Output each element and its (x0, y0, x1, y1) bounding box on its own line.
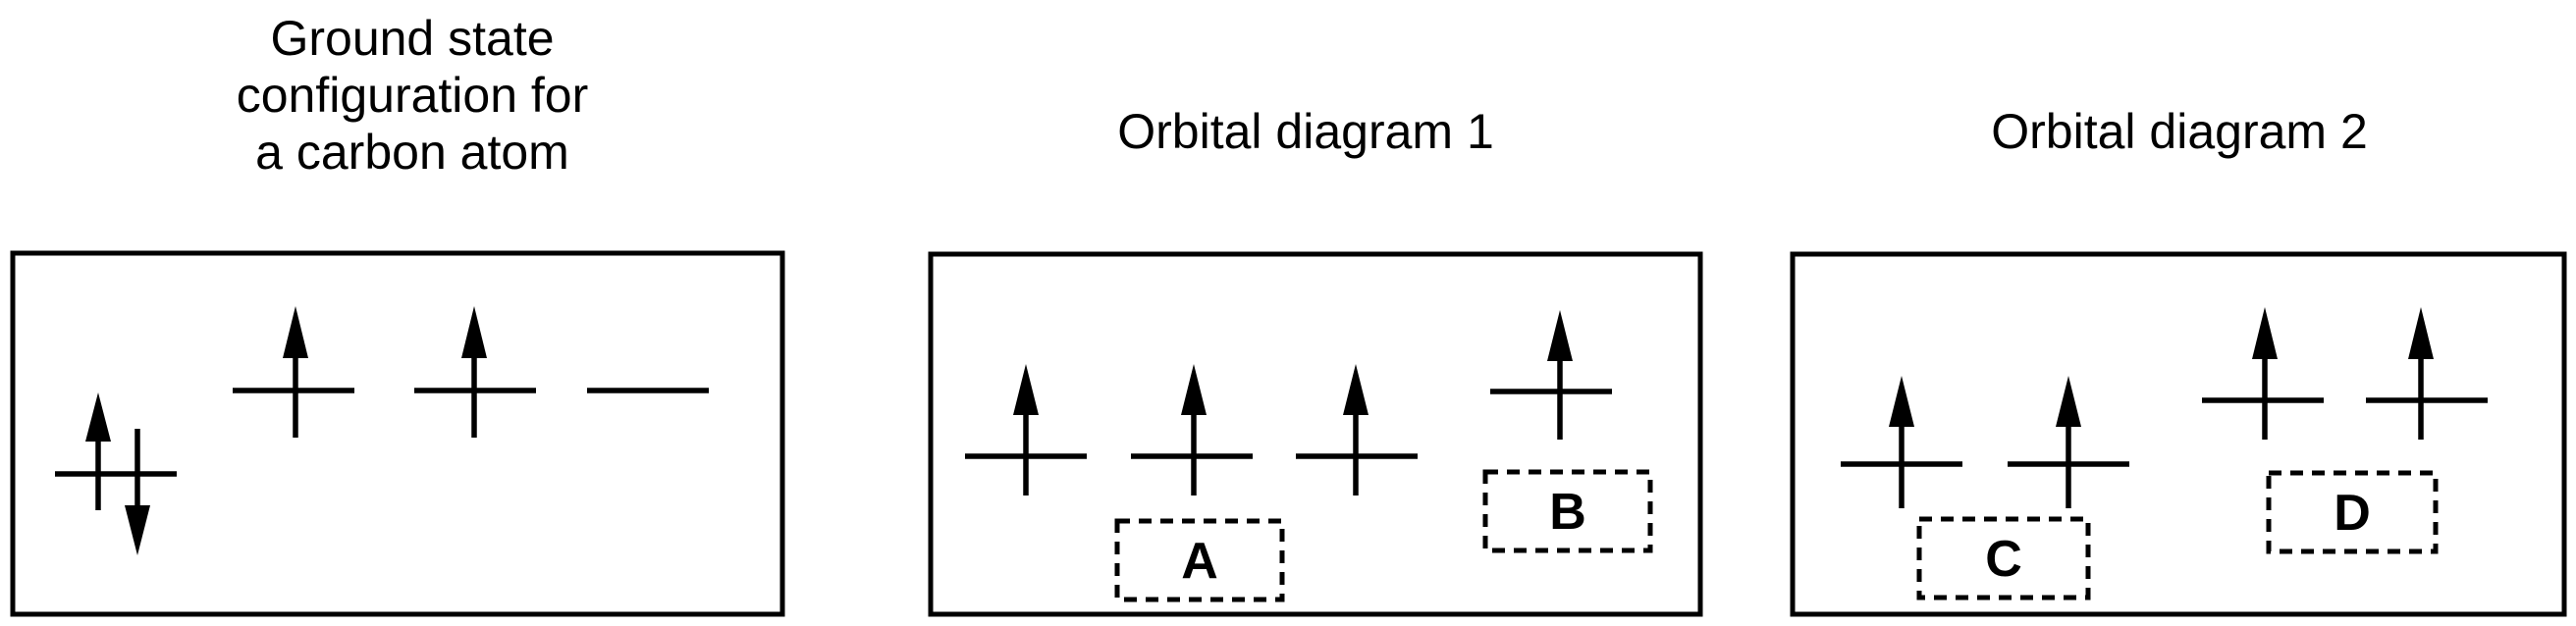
title-line: Orbital diagram 2 (1991, 104, 2368, 159)
spin-up-arrow-head (283, 306, 308, 358)
answer-box-label: C (1985, 531, 2022, 588)
ground-state-panel (10, 250, 785, 617)
spin-up-arrow-head (1181, 364, 1207, 415)
answer-box-label: B (1549, 484, 1586, 541)
title-line: a carbon atom (255, 125, 569, 180)
orbital-diagram-1-panel: A B (928, 251, 1703, 617)
spin-up-arrow-head (1889, 376, 1914, 427)
spin-up-arrow-head (2408, 307, 2434, 359)
title-line: configuration for (236, 68, 589, 123)
spin-up-arrow-head (2252, 307, 2278, 359)
panel-frame (10, 250, 785, 617)
answer-box-a (1114, 518, 1285, 602)
spin-up-arrow-head (461, 306, 487, 358)
orbital-diagram-2-title: Orbital diagram 2 (1895, 103, 2464, 160)
answer-box-b (1482, 469, 1653, 553)
spin-up-arrow-head (2056, 376, 2081, 427)
panel-frame (928, 251, 1703, 617)
answer-box-c (1916, 516, 2091, 600)
spin-up-arrow-head (1547, 310, 1573, 361)
title-line: Orbital diagram 1 (1117, 104, 1494, 159)
spin-up-arrow-head (85, 392, 111, 442)
title-line: Ground state (270, 11, 555, 66)
spin-down-arrow-head (125, 505, 150, 555)
spin-up-arrow-head (1013, 364, 1039, 415)
orbital-diagram-2-panel: C D (1790, 251, 2567, 617)
orbital-diagram-1-title: Orbital diagram 1 (1021, 103, 1590, 160)
answer-box-d (2266, 470, 2439, 554)
spin-up-arrow-head (1343, 364, 1368, 415)
answer-box-label: D (2334, 485, 2371, 542)
panel-frame (1790, 251, 2567, 617)
answer-box-label: A (1181, 533, 1218, 590)
ground-state-title: Ground state configuration for a carbon … (177, 10, 648, 181)
